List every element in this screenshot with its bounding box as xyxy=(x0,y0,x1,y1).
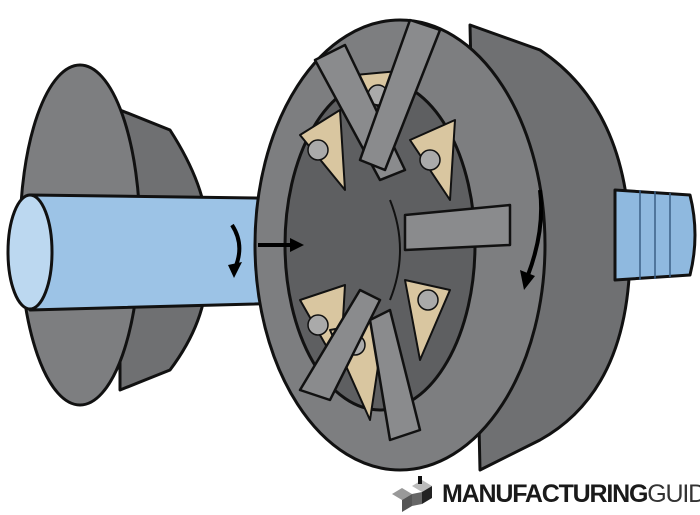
tool-rotation-arrow-icon xyxy=(526,189,544,276)
logo-text-light: GUIDE xyxy=(647,479,700,508)
logo-text-bold: MANUFACTURING xyxy=(442,479,648,508)
logo-cubes-icon xyxy=(392,476,432,512)
manufacturing-guide-logo: MANUFACTURINGGUIDE xyxy=(388,476,700,512)
workpiece-end xyxy=(6,193,54,311)
